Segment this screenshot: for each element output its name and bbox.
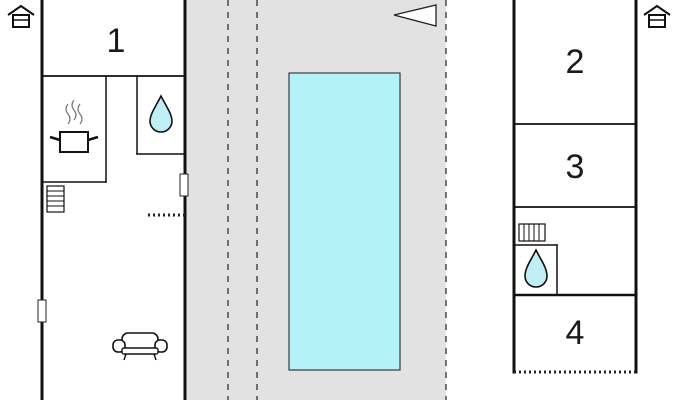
swimming-pool	[288, 72, 401, 371]
radiator-icon	[46, 185, 65, 213]
right-building	[512, 0, 638, 374]
window-opening	[179, 173, 189, 197]
house-icon	[7, 4, 35, 28]
window-opening	[37, 299, 47, 323]
sofa-icon	[112, 332, 168, 361]
radiator-icon	[518, 223, 546, 242]
left-building	[37, 0, 189, 400]
compass-direction-icon	[393, 4, 437, 27]
house-icon	[643, 4, 671, 28]
water-drop-icon	[524, 248, 548, 288]
room-1-label: 1	[107, 22, 126, 60]
cooking-pot-icon	[49, 99, 99, 153]
room-4-label: 4	[566, 314, 585, 352]
room-3-label: 3	[566, 148, 585, 186]
water-drop-icon	[149, 94, 173, 133]
room-2-label: 2	[566, 43, 585, 81]
